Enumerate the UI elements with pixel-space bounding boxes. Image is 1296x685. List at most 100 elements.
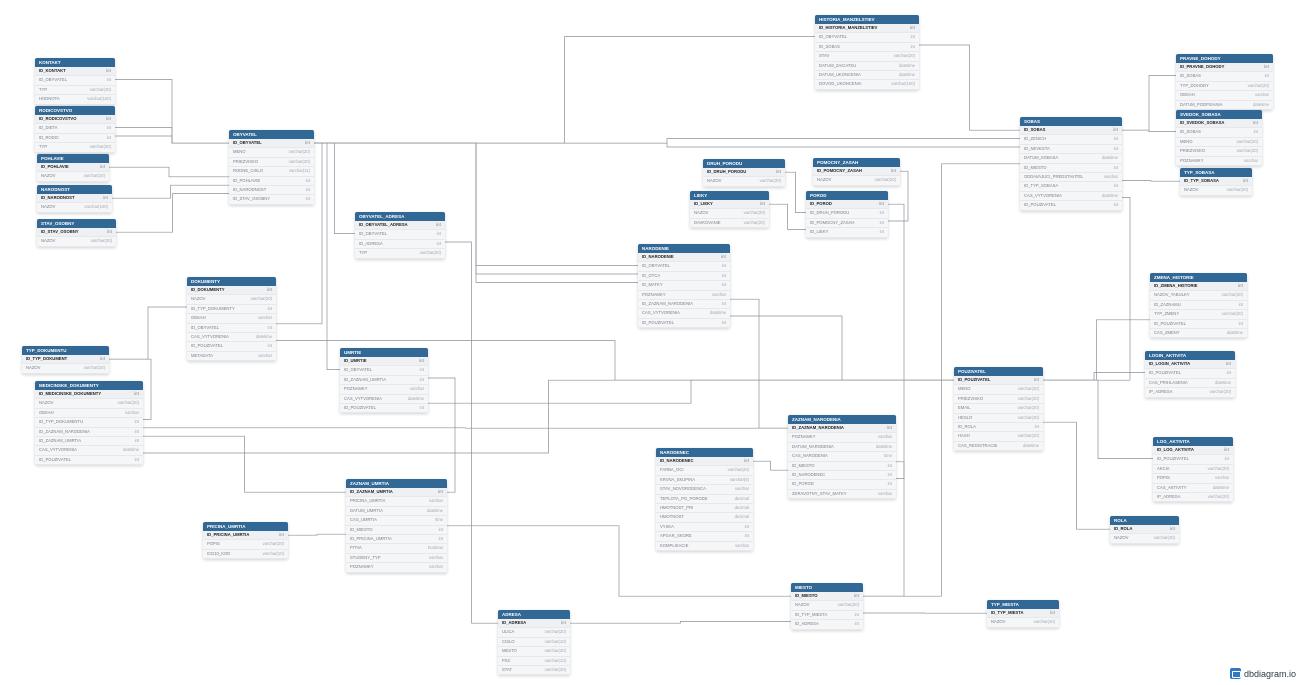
relationship-line[interactable] <box>769 203 806 230</box>
relationship-line[interactable] <box>115 79 229 144</box>
relationship-line[interactable] <box>1043 379 1153 459</box>
table-header[interactable]: POROD <box>806 191 888 200</box>
table-header[interactable]: NARODENEC <box>656 448 753 457</box>
table-header[interactable]: POMOCNY_ZASAH <box>813 158 900 167</box>
table-header[interactable]: DOKUMENTY <box>187 277 276 286</box>
table-header[interactable]: POHLAVIE <box>37 154 109 163</box>
relationship-line[interactable] <box>143 435 346 493</box>
relationship-line[interactable] <box>428 377 456 493</box>
relationship-line[interactable] <box>445 241 498 624</box>
table-header[interactable]: ZAZNAM_NARODENIA <box>788 415 896 424</box>
table-header[interactable]: STAV_OSOBNY <box>37 219 116 228</box>
relationship-line[interactable] <box>919 44 1020 131</box>
table-header[interactable]: LOG_AKTIVITA <box>1153 437 1233 446</box>
relationship-line[interactable] <box>1043 197 1131 381</box>
relationship-line[interactable] <box>1043 372 1145 381</box>
relationship-line[interactable] <box>1122 129 1176 132</box>
table-header[interactable]: KONTAKT <box>35 58 115 67</box>
table-header[interactable]: TYP_SOBASA <box>1180 168 1252 177</box>
relationship-line[interactable] <box>116 193 229 233</box>
relationship-line[interactable] <box>1043 319 1150 381</box>
